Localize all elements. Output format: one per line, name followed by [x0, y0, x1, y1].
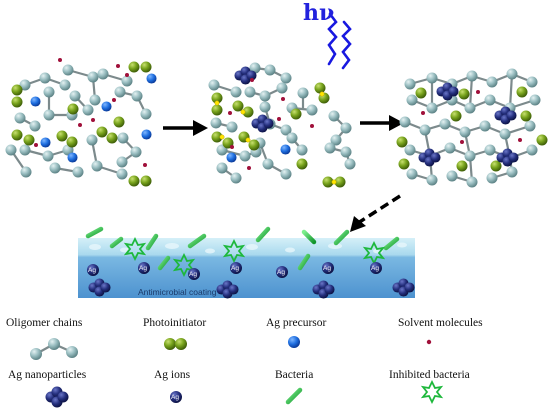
light-symbol: hν: [303, 0, 335, 26]
antimicrobial-coating: Ag Ag Ag Ag Ag Ag Ag: [78, 226, 415, 299]
ag-ion-label: Ag: [371, 265, 379, 272]
panel-photoactivation: [208, 62, 356, 188]
legend-label-oligomer: Oligomer chains: [6, 317, 83, 329]
arrow-to-coating: [350, 194, 401, 232]
ag-ion-label: Ag: [231, 265, 239, 272]
inhibited-bacteria-icon: [123, 236, 386, 278]
legend-label-bacteria: Bacteria: [275, 369, 314, 381]
ag-precursor-icon: [288, 336, 300, 348]
ag-ion-label: Ag: [139, 265, 147, 272]
oligomer-chain-icon: [30, 338, 78, 360]
coating-label: Antimicrobial coating: [138, 287, 217, 297]
ag-ion-label: Ag: [277, 269, 285, 276]
ag-ion-label: Ag: [88, 267, 96, 274]
inhibited-bacteria-icon: [420, 379, 444, 405]
photoinitiator-icon: [164, 338, 187, 350]
solvent-molecule-icon: [426, 339, 432, 345]
legend-label-photoinitiator: Photoinitiator: [143, 317, 207, 329]
ag-ion-label: Ag: [171, 394, 179, 401]
panel-crosslinked-network: [396, 68, 548, 188]
bacteria-icon: [285, 387, 303, 405]
ag-ion-icon: Ag: [170, 391, 182, 403]
ag-nanoparticle-icon: [45, 386, 69, 408]
bacteria-icon: [85, 226, 400, 271]
legend-label-ag-ions: Ag ions: [154, 369, 191, 381]
panel-initial-mixture: [5, 58, 157, 187]
arrow-step-1: [163, 120, 208, 136]
legend-label-ag-nanoparticles: Ag nanoparticles: [8, 369, 87, 381]
legend-label-ag-precursor: Ag precursor: [266, 317, 327, 329]
ag-ion-icon: Ag Ag Ag Ag Ag Ag Ag: [87, 262, 382, 280]
legend-label-inhibited: Inhibited bacteria: [389, 369, 470, 381]
ag-ion-label: Ag: [189, 271, 197, 278]
arrow-step-2: [360, 115, 404, 131]
legend: Ag: [30, 336, 444, 408]
uv-light-icon: [327, 12, 352, 70]
legend-label-solvent: Solvent molecules: [398, 317, 483, 329]
ag-ion-label: Ag: [323, 265, 331, 272]
